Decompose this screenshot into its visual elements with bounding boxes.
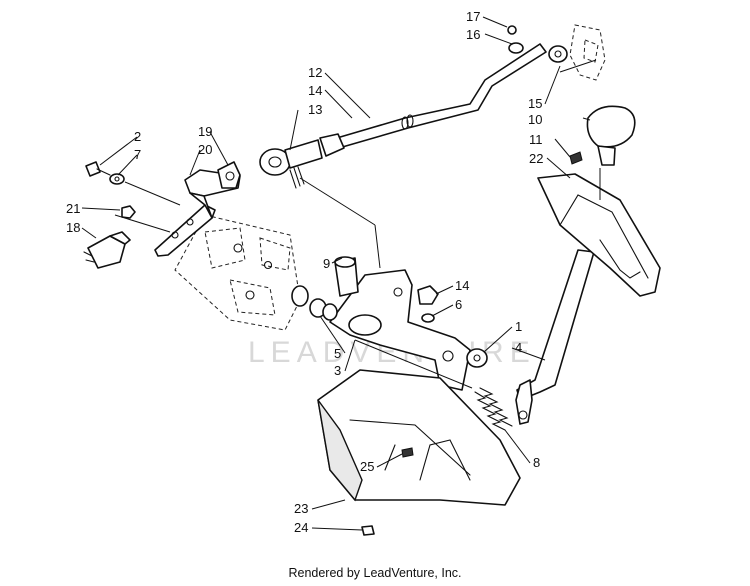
screws [361,447,414,536]
callout-labels: 17 16 12 14 13 15 10 11 22 2 7 19 20 21 … [66,9,543,535]
callout-25: 25 [360,459,374,474]
callout-14-lower: 14 [455,278,469,293]
frame-bracket [174,214,301,331]
o-rings [291,285,338,321]
clip [217,161,241,189]
switch [83,231,131,269]
callout-9: 9 [323,256,330,271]
callout-12: 12 [308,65,322,80]
bolt-and-washer [85,161,181,206]
callout-17: 17 [466,9,480,24]
shift-arm [329,269,471,391]
callout-8: 8 [533,455,540,470]
callout-2: 2 [134,129,141,144]
callout-19: 19 [198,124,212,139]
shift-lever [515,249,595,425]
callout-7: 7 [134,147,141,162]
callout-20: 20 [198,142,212,157]
linkage-rod [329,43,547,151]
callout-18: 18 [66,220,80,235]
nut [121,205,136,219]
callout-4: 4 [515,340,522,355]
callout-6: 6 [455,297,462,312]
callout-5: 5 [334,346,341,361]
lower-boot [317,369,521,506]
callout-23: 23 [294,501,308,516]
callout-13: 13 [308,102,322,117]
callout-1: 1 [515,319,522,334]
callout-10: 10 [528,112,542,127]
rod-end [259,133,345,189]
callout-15: 15 [528,96,542,111]
hardware [417,285,488,368]
upper-boot [537,173,661,297]
shift-knob [569,105,636,166]
pin [334,256,359,297]
callout-22: 22 [529,151,543,166]
callout-14-upper: 14 [308,83,322,98]
callout-21: 21 [66,201,80,216]
callout-16: 16 [466,27,480,42]
assembly-lines [299,59,601,389]
upper-pivot [507,24,606,81]
callout-11: 11 [529,132,543,147]
callout-leaders [81,16,591,531]
callout-24: 24 [294,520,308,535]
spring [474,387,513,431]
footer-credit: Rendered by LeadVenture, Inc. [288,566,462,580]
callout-3: 3 [334,363,341,378]
